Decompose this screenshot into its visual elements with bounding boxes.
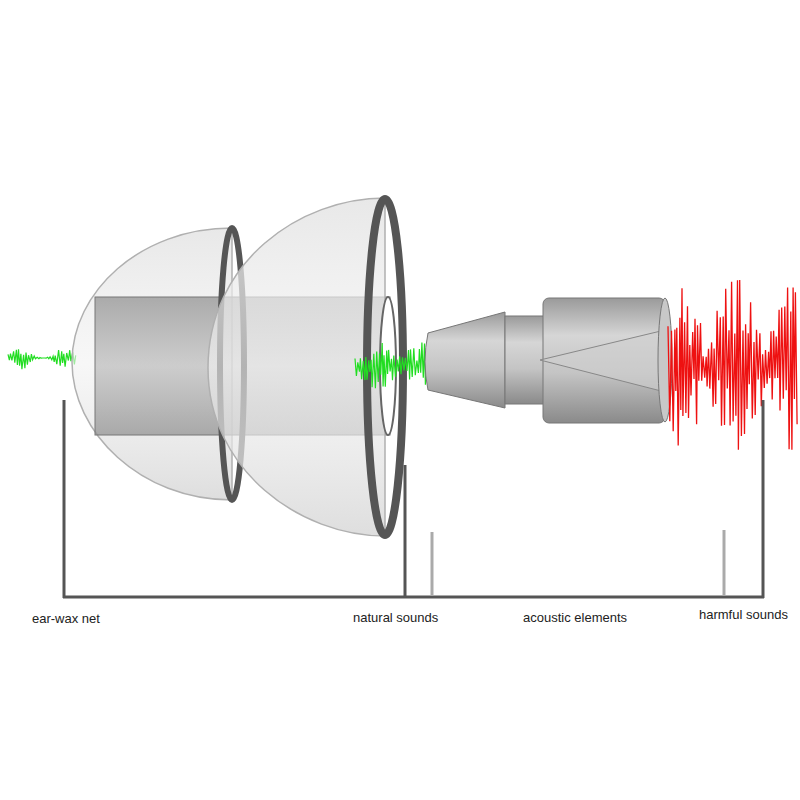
filter-inner-cone: [540, 330, 665, 392]
part-label: natural sounds: [353, 610, 438, 626]
harmful-waveform: [668, 280, 797, 450]
part-label: ear-wax net: [32, 611, 100, 627]
bracket-lines: [63, 400, 764, 598]
filter-cone: [425, 312, 505, 408]
natural-waveform: [8, 349, 76, 369]
natural-waveform: [355, 342, 427, 388]
part-label: harmful sounds: [699, 607, 788, 623]
part-label: acoustic elements: [523, 610, 627, 626]
